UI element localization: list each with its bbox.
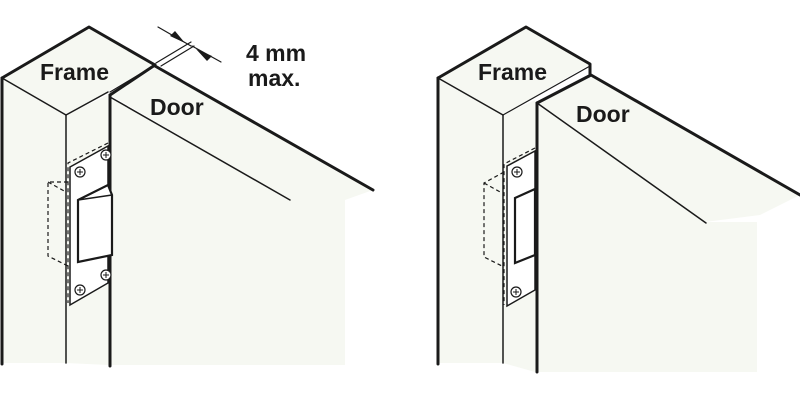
left-diagram: Frame Door 4 mm max. — [0, 25, 375, 368]
gap-label-line2: max. — [248, 65, 300, 91]
left-frame-label: Frame — [40, 59, 109, 85]
left-door-top-face — [110, 68, 373, 200]
gap-arrow-left-icon — [170, 31, 185, 43]
right-frame-label: Frame — [478, 59, 547, 85]
right-mortise-outline — [483, 147, 536, 305]
left-mortise-outline — [47, 142, 109, 303]
gap-arrow-right-icon — [196, 49, 212, 61]
gap-label-line1: 4 mm — [246, 40, 306, 66]
right-frame-top-face — [438, 27, 590, 115]
left-frame-front-face — [2, 78, 66, 363]
right-frame-front-face — [438, 78, 503, 363]
left-door-label: Door — [150, 94, 204, 120]
left-strike-lip — [76, 183, 114, 264]
right-screw-icons — [510, 166, 523, 298]
left-frame-top-face — [2, 27, 155, 115]
right-diagram: Frame Door — [436, 25, 800, 374]
right-door-top-face — [535, 75, 800, 222]
right-door-label: Door — [576, 101, 630, 127]
right-strike-opening — [513, 187, 537, 265]
left-screw-icons — [74, 149, 112, 296]
right-door-front-face — [535, 103, 757, 372]
